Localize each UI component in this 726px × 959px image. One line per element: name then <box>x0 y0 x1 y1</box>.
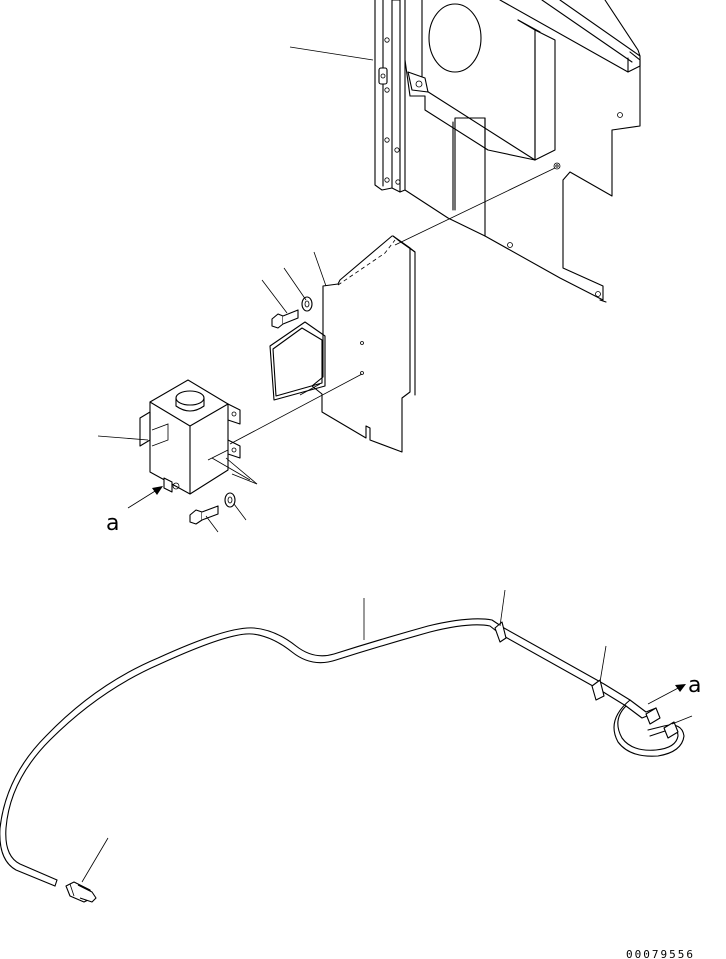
hose-clip-1 <box>494 621 507 643</box>
washer-lower <box>224 492 236 508</box>
hose-connector <box>65 881 97 903</box>
bolt-upper <box>271 309 299 329</box>
washer-tank <box>139 379 251 495</box>
detail-a-label-hose: a <box>688 673 701 698</box>
bolt-lower <box>189 505 219 525</box>
detail-a-arrow-hose <box>647 684 686 705</box>
washer-hose <box>0 618 685 903</box>
mounting-bracket <box>269 167 556 453</box>
washer-upper <box>301 296 313 312</box>
detail-a-arrow-tank <box>127 486 163 509</box>
cab-panel <box>374 0 641 303</box>
hose-clip-2 <box>591 679 605 701</box>
drawing-code: 00079556 <box>626 948 695 959</box>
detail-a-label-tank: a <box>106 511 119 536</box>
